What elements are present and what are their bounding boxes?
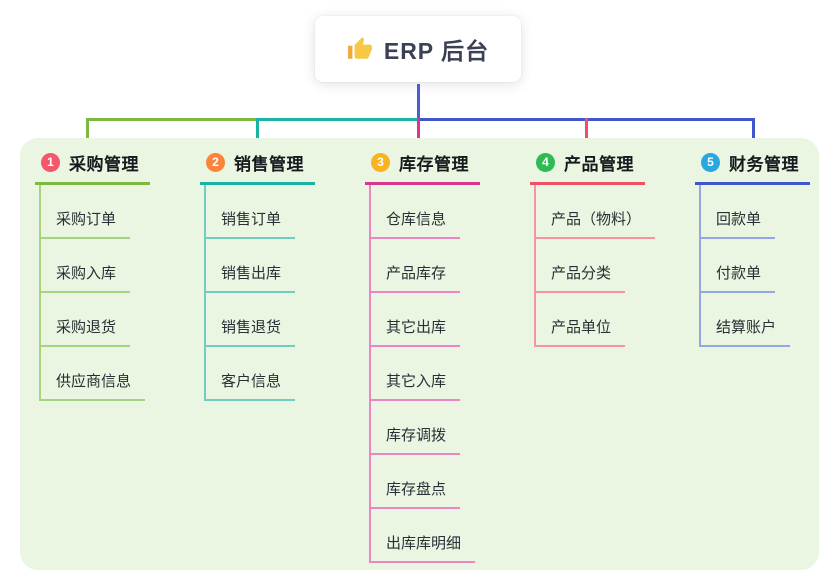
branch-label: 销售管理: [234, 155, 304, 174]
child-label: 供应商信息: [39, 370, 146, 401]
branch-header-finance[interactable]: 5 财务管理: [695, 150, 810, 185]
node-product-material[interactable]: 产品（物料）: [534, 185, 656, 239]
branch-children: 销售订单 销售出库 销售退货 客户信息: [204, 185, 315, 401]
branch-label: 产品管理: [564, 155, 634, 174]
branch-header-purchase[interactable]: 1 采购管理: [35, 150, 150, 185]
branch-header-product[interactable]: 4 产品管理: [530, 150, 645, 185]
branch-inventory: 3 库存管理 仓库信息 产品库存 其它出库 其它入库 库存调拨 库存盘点 出库库…: [365, 150, 480, 563]
child-label: 采购订单: [39, 208, 131, 239]
child-label: 结算账户: [699, 316, 791, 347]
node-customer-info[interactable]: 客户信息: [204, 347, 315, 401]
child-label: 销售退货: [204, 316, 296, 347]
node-purchase-order[interactable]: 采购订单: [39, 185, 150, 239]
root-node-erp[interactable]: ERP 后台: [315, 16, 521, 82]
node-purchase-inbound[interactable]: 采购入库: [39, 239, 150, 293]
branch-label: 财务管理: [729, 155, 799, 174]
child-label: 采购入库: [39, 262, 131, 293]
thumbs-up-icon: [347, 37, 372, 59]
branches-panel: [20, 138, 819, 570]
node-stock-transfer[interactable]: 库存调拨: [369, 401, 480, 455]
badge-3: 3: [371, 153, 390, 172]
drop-line-finance: [752, 118, 755, 152]
child-label: 客户信息: [204, 370, 296, 401]
child-label: 其它入库: [369, 370, 461, 401]
child-label: 产品分类: [534, 262, 626, 293]
badge-1: 1: [41, 153, 60, 172]
node-sales-return[interactable]: 销售退货: [204, 293, 315, 347]
node-product-unit[interactable]: 产品单位: [534, 293, 655, 347]
bus-line-teal: [256, 118, 419, 121]
bus-line-green: [86, 118, 258, 121]
branch-label: 库存管理: [399, 155, 469, 174]
branch-children: 采购订单 采购入库 采购退货 供应商信息: [39, 185, 150, 401]
node-other-inbound[interactable]: 其它入库: [369, 347, 480, 401]
child-label: 产品单位: [534, 316, 626, 347]
badge-2: 2: [206, 153, 225, 172]
child-label: 销售出库: [204, 262, 296, 293]
node-other-outbound[interactable]: 其它出库: [369, 293, 480, 347]
branch-children: 产品（物料） 产品分类 产品单位: [534, 185, 656, 347]
node-receipt-bill[interactable]: 回款单: [699, 185, 810, 239]
spine-line: [534, 185, 536, 347]
node-stock-detail[interactable]: 出库库明细: [369, 509, 480, 563]
child-label: 库存调拨: [369, 424, 461, 455]
node-purchase-return[interactable]: 采购退货: [39, 293, 150, 347]
node-warehouse-info[interactable]: 仓库信息: [369, 185, 480, 239]
spine-line: [39, 185, 41, 401]
branch-children: 仓库信息 产品库存 其它出库 其它入库 库存调拨 库存盘点 出库库明细: [369, 185, 480, 563]
branch-sales: 2 销售管理 销售订单 销售出库 销售退货 客户信息: [200, 150, 315, 401]
drop-line-product: [585, 118, 588, 152]
branch-product: 4 产品管理 产品（物料） 产品分类 产品单位: [530, 150, 656, 347]
node-stock-check[interactable]: 库存盘点: [369, 455, 480, 509]
spine-line: [699, 185, 701, 347]
root-title: ERP 后台: [383, 38, 490, 64]
drop-line-sales: [256, 118, 259, 152]
spine-line: [204, 185, 206, 401]
node-product-category[interactable]: 产品分类: [534, 239, 655, 293]
node-settlement-account[interactable]: 结算账户: [699, 293, 810, 347]
spine-line: [369, 185, 371, 563]
branch-label: 采购管理: [69, 155, 139, 174]
root-stem-line: [417, 84, 420, 121]
drop-line-purchase: [86, 118, 89, 152]
drop-line-inventory: [417, 118, 420, 152]
node-sales-order[interactable]: 销售订单: [204, 185, 315, 239]
node-supplier-info[interactable]: 供应商信息: [39, 347, 150, 401]
branch-header-inventory[interactable]: 3 库存管理: [365, 150, 480, 185]
node-product-stock[interactable]: 产品库存: [369, 239, 480, 293]
badge-4: 4: [536, 153, 555, 172]
child-label: 出库库明细: [369, 532, 476, 563]
node-sales-outbound[interactable]: 销售出库: [204, 239, 315, 293]
child-label: 付款单: [699, 262, 776, 293]
child-label: 产品（物料）: [534, 208, 656, 239]
branch-finance: 5 财务管理 回款单 付款单 结算账户: [695, 150, 810, 347]
node-payment-bill[interactable]: 付款单: [699, 239, 810, 293]
child-label: 回款单: [699, 208, 776, 239]
branch-children: 回款单 付款单 结算账户: [699, 185, 810, 347]
child-label: 库存盘点: [369, 478, 461, 509]
badge-5: 5: [701, 153, 720, 172]
child-label: 产品库存: [369, 262, 461, 293]
child-label: 其它出库: [369, 316, 461, 347]
branch-header-sales[interactable]: 2 销售管理: [200, 150, 315, 185]
child-label: 销售订单: [204, 208, 296, 239]
child-label: 采购退货: [39, 316, 131, 347]
child-label: 仓库信息: [369, 208, 461, 239]
branch-purchase: 1 采购管理 采购订单 采购入库 采购退货 供应商信息: [35, 150, 150, 401]
